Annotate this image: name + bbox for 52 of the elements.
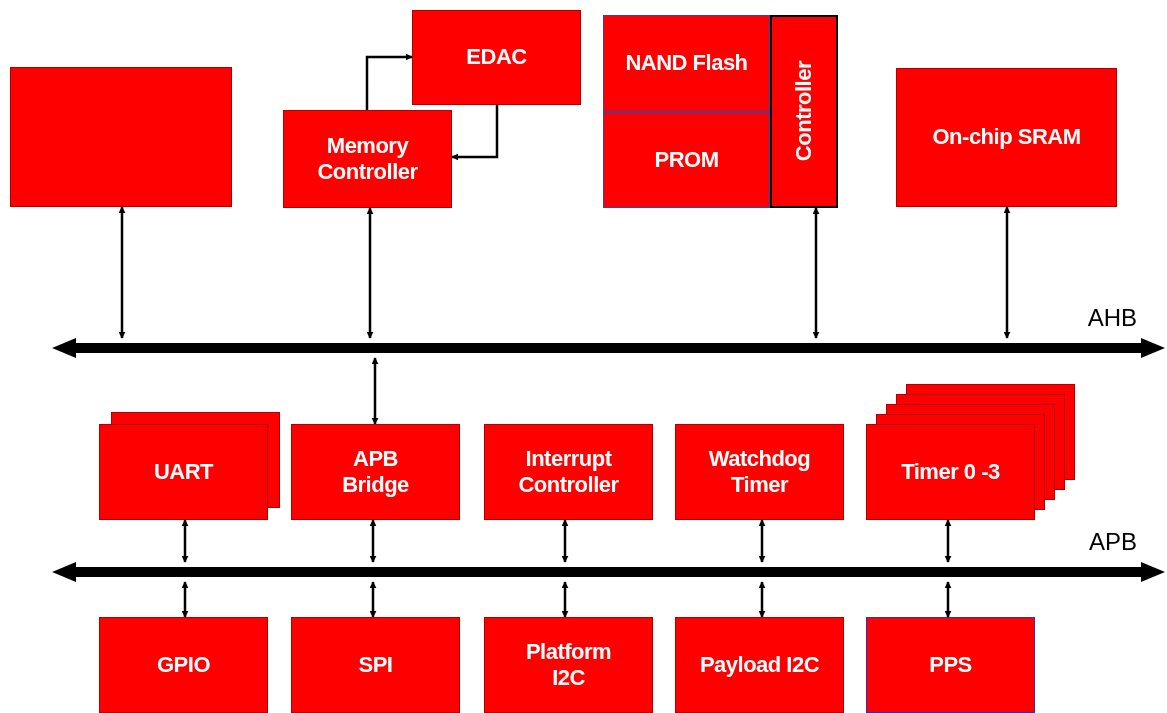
peripheral-box [675, 617, 844, 713]
peripheral-box [866, 617, 1035, 713]
edac-box [412, 10, 581, 105]
arrow [181, 581, 189, 618]
peripheral-box [866, 424, 1035, 520]
bus-label: AHB [1087, 304, 1137, 332]
controller-box [770, 15, 838, 208]
box-label: Timer 0 -3 [901, 458, 1000, 486]
box-label: GPIO [157, 651, 210, 679]
box-label: Watchdog Timer [707, 445, 812, 499]
box-label: PROM [654, 146, 719, 174]
peripheral-box [291, 617, 460, 713]
arrow [758, 519, 766, 563]
peripheral-box [484, 617, 653, 713]
processor-box [10, 67, 232, 207]
peripheral-box [99, 424, 268, 520]
box-label: Controller [790, 61, 817, 162]
memory-box [603, 15, 770, 112]
bridge-box [291, 424, 460, 520]
box-label: EDAC [466, 44, 527, 71]
peripheral-box [484, 424, 653, 520]
arrow [451, 105, 499, 161]
arrow [371, 357, 379, 425]
memory-box [603, 112, 770, 208]
box-label: NAND Flash [625, 50, 748, 77]
arrow [758, 581, 766, 618]
box-label: SPI [358, 651, 393, 679]
box-label: Payload I2C [699, 651, 820, 679]
box-label: Memory Controller [316, 132, 419, 186]
box-label: Platform I2C [524, 638, 613, 692]
arrow [118, 206, 126, 339]
box-label: On-chip SRAM [932, 124, 1081, 151]
arrow [944, 519, 952, 563]
arrow [366, 207, 374, 339]
arrow [369, 519, 377, 563]
memory-controller-box [283, 110, 452, 208]
bus-label: APB [1088, 528, 1137, 556]
arrow [181, 519, 189, 563]
arrow [561, 581, 569, 618]
peripheral-box [99, 617, 268, 713]
peripheral-box [675, 424, 844, 520]
arrow [561, 519, 569, 563]
arrow [365, 53, 413, 110]
box-label: UART [153, 458, 214, 486]
arrow [369, 581, 377, 618]
arrow [1003, 206, 1011, 339]
arrow [944, 581, 952, 618]
sram-box [896, 68, 1117, 207]
arrow [812, 207, 820, 339]
box-label: PPS [929, 651, 972, 679]
box-label: Interrupt Controller [517, 445, 620, 499]
box-label: APB Bridge [341, 445, 410, 499]
